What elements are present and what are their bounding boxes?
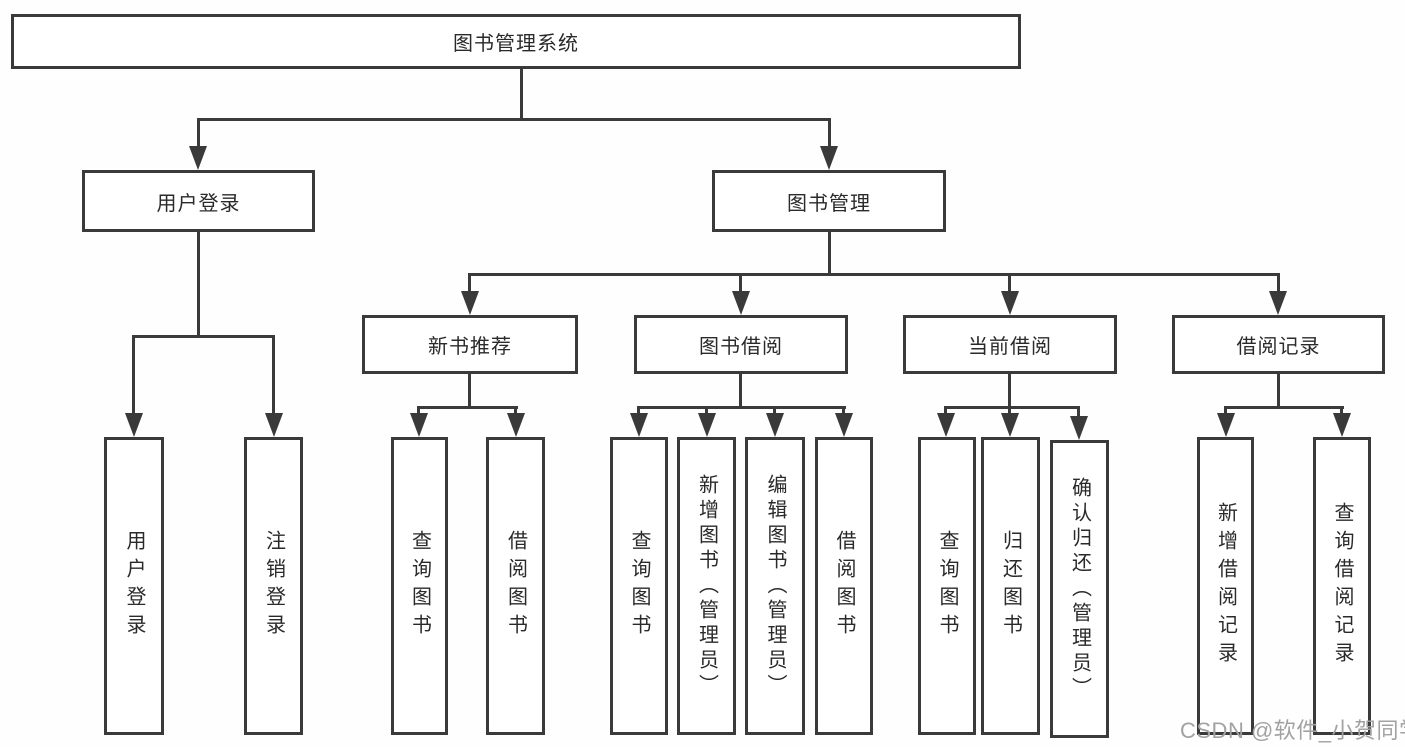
connector-rec-stem: [468, 374, 471, 406]
connector-cb-stem: [1008, 374, 1011, 406]
arrow-down-icon: [630, 413, 648, 437]
connector-drop-br-query: [1340, 406, 1343, 416]
connector-drop-bb-borrow: [842, 406, 845, 416]
connector-drop-bb-edit: [773, 406, 776, 416]
node-borrow-record: 借阅记录: [1172, 315, 1385, 374]
leaf-user-login: 用户登录: [104, 437, 164, 735]
arrow-down-icon: [698, 413, 716, 437]
leaf-bb-add-books-admin: 新增图书（管理员）: [677, 437, 736, 735]
connector-book-mgmt-stem: [828, 232, 831, 273]
connector-drop-bb-query: [637, 406, 640, 416]
leaf-bb-borrow-books: 借阅图书: [815, 437, 873, 735]
arrow-down-icon: [835, 413, 853, 437]
leaf-br-add-record: 新增借阅记录: [1197, 437, 1254, 735]
connector-root-stem: [520, 69, 523, 118]
connector-br-rail: [1224, 406, 1344, 409]
arrow-down-icon: [1269, 291, 1287, 315]
node-book-management: 图书管理: [712, 170, 946, 232]
connector-drop-book-borrow: [739, 273, 742, 295]
arrow-down-icon: [410, 413, 428, 437]
arrow-down-icon: [265, 413, 283, 437]
connector-rec-rail: [417, 406, 518, 409]
leaf-cb-query-books: 查询图书: [918, 437, 976, 735]
connector-drop-bb-add: [705, 406, 708, 416]
leaf-cb-return-books: 归还图书: [981, 437, 1040, 735]
arrow-down-icon: [461, 291, 479, 315]
connector-drop-current-borrow: [1008, 273, 1011, 295]
arrow-down-icon: [937, 413, 955, 437]
leaf-bb-query-books: 查询图书: [610, 437, 668, 735]
connector-cb-rail: [944, 406, 1080, 409]
connector-drop-leaf-login: [132, 335, 135, 417]
arrow-down-icon: [1001, 413, 1019, 437]
connector-book-mgmt-rail: [468, 273, 1280, 276]
node-user-login: 用户登录: [82, 170, 315, 232]
connector-drop-rec-query: [417, 406, 420, 416]
connector-drop-rec-borrow: [514, 406, 517, 416]
connector-bb-rail: [637, 406, 846, 409]
connector-drop-br-add: [1224, 406, 1227, 416]
arrow-down-icon: [1001, 291, 1019, 315]
connector-root-rail: [197, 118, 831, 121]
connector-user-login-stem: [197, 232, 200, 335]
leaf-cb-confirm-return-admin: 确认归还（管理员）: [1050, 440, 1109, 738]
node-book-borrow: 图书借阅: [634, 315, 848, 374]
arrow-down-icon: [766, 413, 784, 437]
leaf-bb-edit-books-admin: 编辑图书（管理员）: [745, 437, 805, 735]
connector-drop-cb-confirm: [1077, 406, 1080, 419]
connector-drop-borrow-record: [1277, 273, 1280, 295]
arrow-down-icon: [732, 291, 750, 315]
leaf-rec-borrow-books: 借阅图书: [486, 437, 545, 735]
csdn-watermark: CSDN @软件_小贺同学: [1180, 718, 1405, 743]
connector-br-stem: [1277, 374, 1280, 406]
node-library-management-system: 图书管理系统: [11, 14, 1021, 69]
arrow-down-icon: [125, 413, 143, 437]
node-new-book-recommend: 新书推荐: [362, 315, 578, 374]
connector-drop-book-mgmt: [828, 118, 831, 152]
leaf-br-query-record: 查询借阅记录: [1313, 437, 1371, 735]
leaf-logout: 注销登录: [244, 437, 303, 735]
node-current-borrow: 当前借阅: [903, 315, 1117, 374]
connector-drop-cb-return: [1008, 406, 1011, 416]
arrow-down-icon: [507, 413, 525, 437]
arrow-down-icon: [820, 146, 838, 170]
arrow-down-icon: [189, 146, 207, 170]
arrow-down-icon: [1070, 416, 1088, 440]
connector-user-login-rail: [132, 335, 275, 338]
arrow-down-icon: [1217, 413, 1235, 437]
connector-drop-cb-query: [944, 406, 947, 416]
connector-drop-new-book-rec: [468, 273, 471, 295]
connector-bb-stem: [739, 374, 742, 406]
connector-drop-user-login: [197, 118, 200, 152]
arrow-down-icon: [1333, 413, 1351, 437]
leaf-rec-query-books: 查询图书: [391, 437, 448, 735]
connector-drop-leaf-logout: [272, 335, 275, 417]
